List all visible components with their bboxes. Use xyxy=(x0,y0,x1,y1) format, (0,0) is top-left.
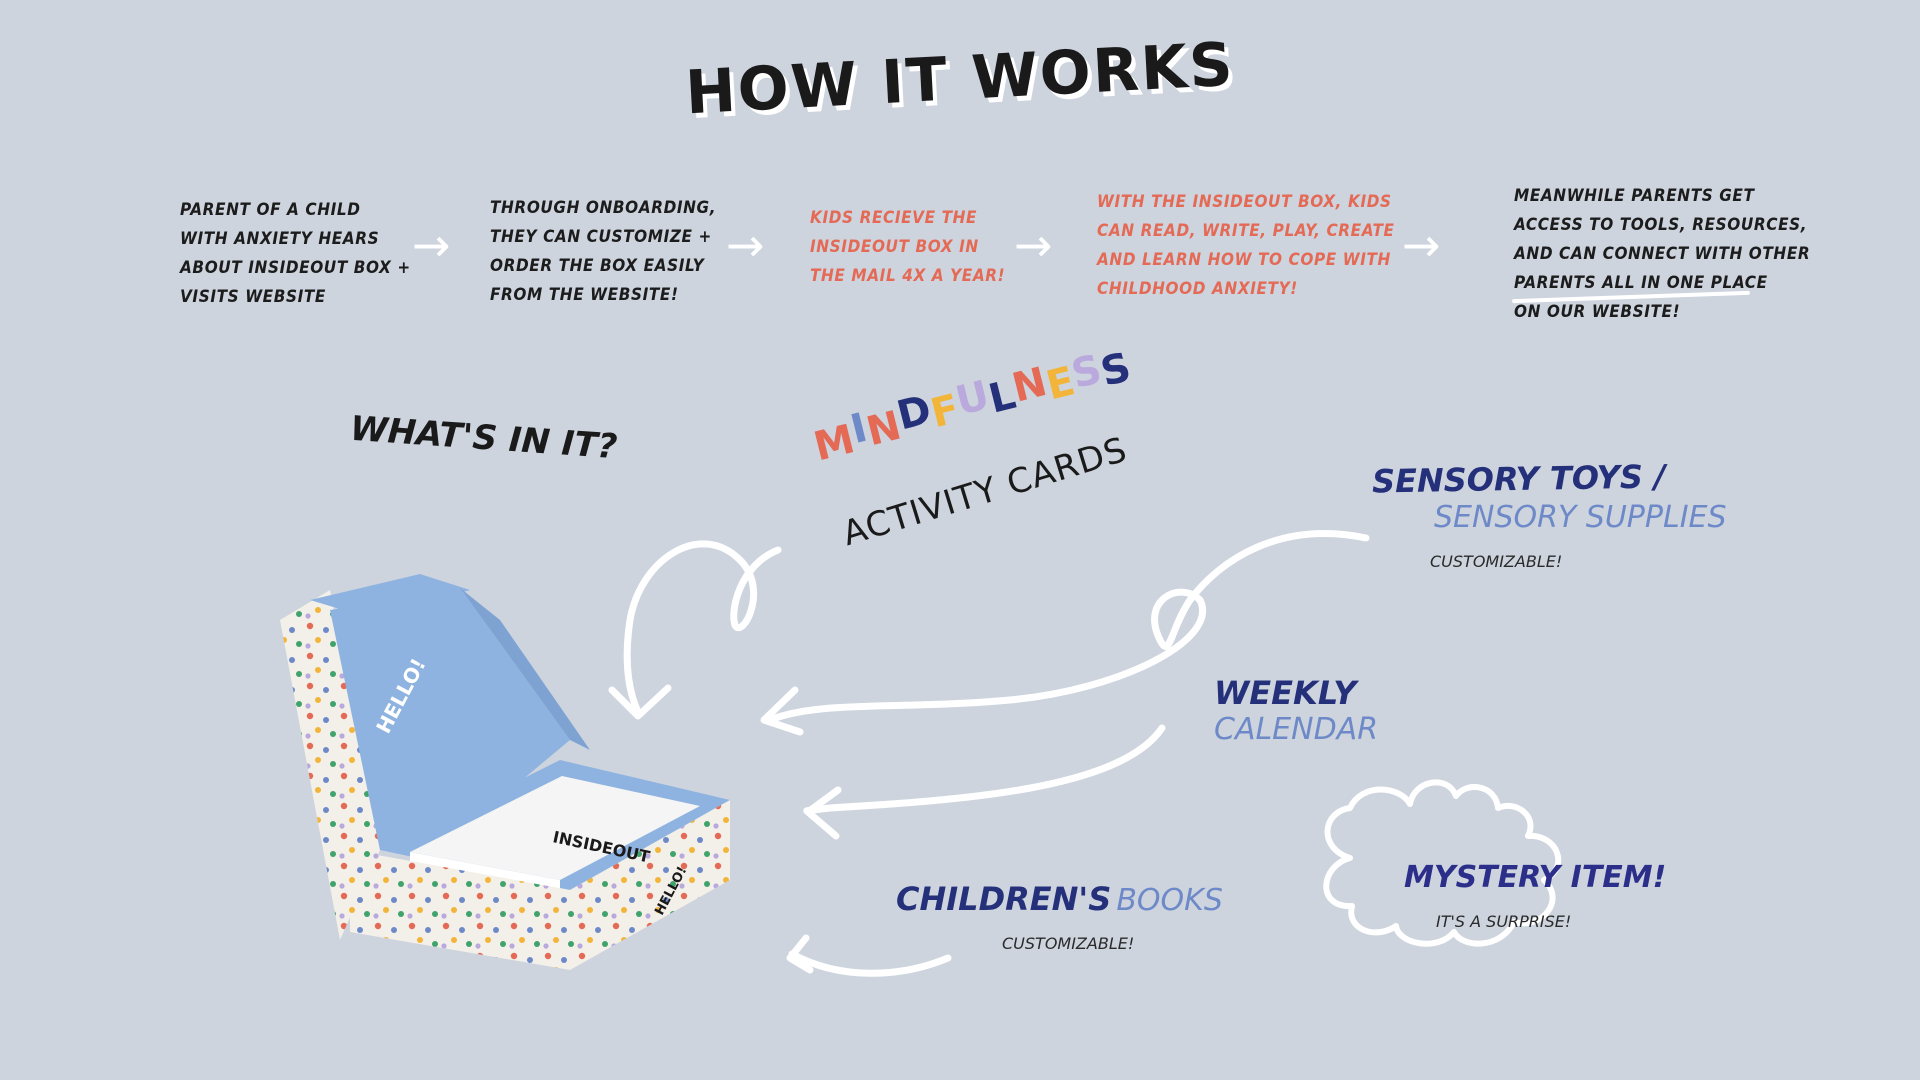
arrowhead-weekly xyxy=(804,786,842,840)
step-5-text: MEANWHILE PARENTS GET ACCESS TO TOOLS, R… xyxy=(1514,186,1811,322)
sensory-customizable-note: CUSTOMIZABLE! xyxy=(1430,552,1563,571)
arrowhead-sensory xyxy=(760,686,804,736)
arrowhead-cards xyxy=(608,684,672,720)
curly-arrow-sensory xyxy=(766,530,1370,724)
sensory-toys-title: SENSORY TOYS / xyxy=(1371,457,1667,501)
curly-arrow-weekly xyxy=(803,724,1166,815)
childrens-books-light: BOOKS xyxy=(1116,883,1223,918)
childrens-books-bold: CHILDREN'S xyxy=(896,880,1112,918)
mystery-item-title: MYSTERY ITEM! xyxy=(1404,860,1667,895)
step-1-text: PARENT OF A CHILD WITH ANXIETY HEARS ABO… xyxy=(180,200,411,307)
box-right xyxy=(570,800,730,970)
curly-arrow-cards xyxy=(623,540,782,716)
box-front xyxy=(350,850,570,970)
arrowhead-books xyxy=(786,934,814,974)
curly-arrow-books xyxy=(788,950,952,977)
subscription-box-illustration: HELLO! INSIDEOUT HELLO! xyxy=(280,574,730,970)
arrow-right-icon: → xyxy=(1014,218,1053,272)
sensory-supplies-subtitle: SENSORY SUPPLIES xyxy=(1434,500,1727,535)
childrens-books-title: CHILDREN'S BOOKS xyxy=(896,880,1223,918)
step-4-text: WITH THE INSIDEOUT BOX, KIDS CAN READ, W… xyxy=(1097,192,1395,299)
arrow-right-icon: → xyxy=(412,218,451,272)
step-2-text: THROUGH ONBOARDING, THEY CAN CUSTOMIZE +… xyxy=(490,198,717,305)
arrow-right-icon: → xyxy=(726,218,765,272)
box-insert xyxy=(410,776,700,880)
box-lid-inside xyxy=(330,588,570,850)
mystery-cloud-outline xyxy=(1323,779,1562,947)
box-lid-flap-right xyxy=(460,588,590,750)
arrow-right-icon: → xyxy=(1402,218,1441,272)
weekly-title: WEEKLY xyxy=(1214,674,1357,712)
books-customizable-note: CUSTOMIZABLE! xyxy=(1002,934,1135,953)
step-3-text: KIDS RECIEVE THE INSIDEOUT BOX IN THE MA… xyxy=(810,208,1006,286)
calendar-subtitle: CALENDAR xyxy=(1214,712,1379,747)
mystery-surprise-note: IT'S A SURPRISE! xyxy=(1436,912,1572,931)
